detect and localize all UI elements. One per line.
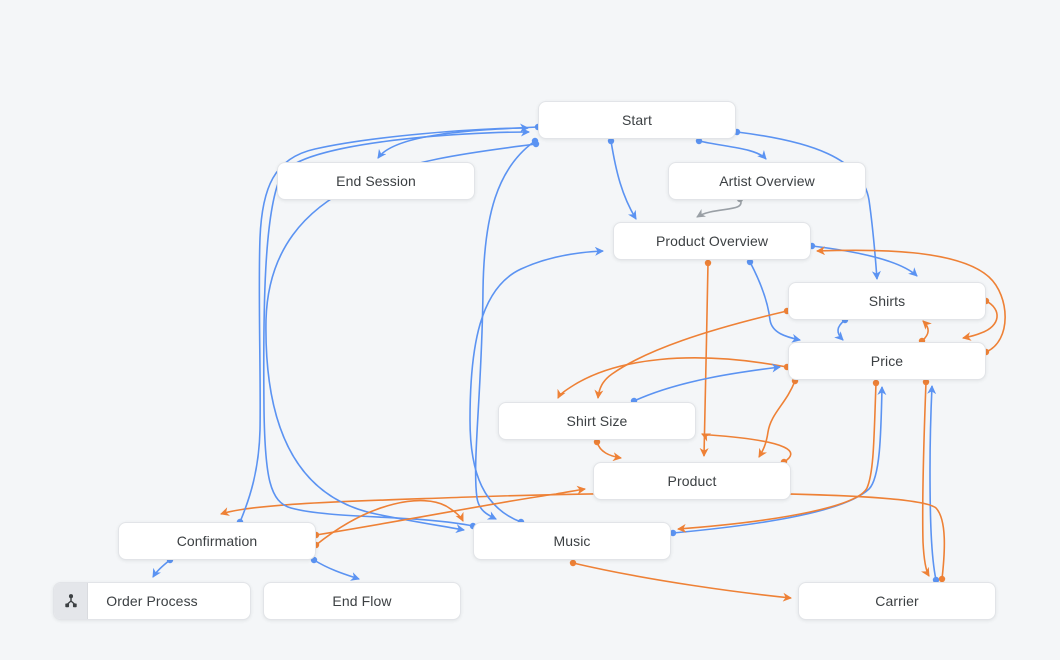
edge-music-to-price (672, 386, 887, 534)
edge-source-dot (569, 559, 577, 567)
edge-start-to-music (474, 140, 536, 520)
node-shirt_size[interactable]: Shirt Size (498, 402, 696, 440)
edge-price-to-shirts (921, 320, 932, 342)
edge-shirts-to-price (834, 319, 846, 341)
node-label: Product (667, 473, 717, 489)
edge-confirmation-to-music (315, 499, 464, 546)
node-label: End Flow (332, 593, 392, 609)
node-confirmation[interactable]: Confirmation (118, 522, 316, 560)
node-order_process[interactable]: Order Process (53, 582, 251, 620)
node-shirts[interactable]: Shirts (788, 282, 986, 320)
edge-start-to-end_session (377, 126, 539, 159)
edge-start-to-artist_overview (698, 140, 767, 160)
node-end_session[interactable]: End Session (277, 162, 475, 200)
node-end_flow[interactable]: End Flow (263, 582, 461, 620)
node-label: Shirts (868, 293, 906, 309)
node-product[interactable]: Product (593, 462, 791, 500)
edge-start-to-music (265, 143, 537, 533)
edge-shirt_size-to-price (633, 363, 781, 402)
edge-music-to-carrier (572, 562, 792, 602)
node-label: Carrier (875, 593, 919, 609)
edge-artist_overview-to-product_overview (696, 198, 742, 218)
node-price[interactable]: Price (788, 342, 986, 380)
node-label: Music (553, 533, 591, 549)
edge-source-dot (872, 379, 880, 387)
node-label: Artist Overview (719, 173, 815, 189)
edge-music-to-product_overview (469, 246, 604, 523)
node-label: Confirmation (176, 533, 258, 549)
edge-confirmation-to-order_process (152, 559, 171, 578)
edge-price-to-product (758, 380, 796, 458)
edge-shirts-to-shirt_size (594, 310, 788, 399)
edge-product-to-shirt_size (701, 433, 792, 463)
node-start[interactable]: Start (538, 101, 736, 139)
edge-carrier-to-price (927, 385, 937, 581)
edge-product_overview-to-product (699, 262, 709, 457)
node-artist_overview[interactable]: Artist Overview (668, 162, 866, 200)
node-label: Price (870, 353, 904, 369)
edge-confirmation-to-end_flow (313, 559, 360, 581)
edge-price-to-shirt_size (557, 357, 788, 399)
edge-source-dot (531, 137, 539, 145)
node-label: End Session (336, 173, 416, 189)
node-carrier[interactable]: Carrier (798, 582, 996, 620)
node-product_overview[interactable]: Product Overview (613, 222, 811, 260)
node-label: Product Overview (655, 233, 769, 249)
node-label: Order Process (106, 593, 198, 609)
node-label: Start (621, 112, 653, 128)
node-music[interactable]: Music (473, 522, 671, 560)
edge-product_overview-to-shirts (811, 245, 918, 277)
edge-price-to-music (677, 382, 877, 533)
subflow-icon (54, 583, 88, 619)
edge-source-dot (704, 259, 712, 267)
edge-price-to-carrier (921, 381, 930, 577)
edge-shirt_size-to-product (596, 441, 622, 462)
edge-source-dot (532, 140, 540, 148)
node-label: Shirt Size (566, 413, 628, 429)
edge-start-to-product_overview (610, 140, 637, 220)
